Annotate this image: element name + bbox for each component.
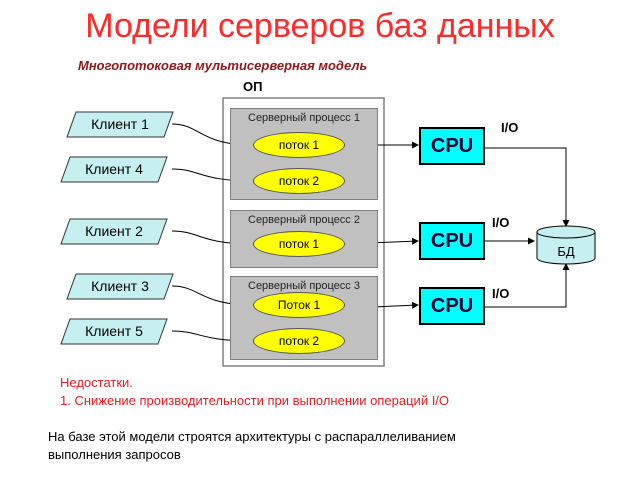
- footer-note: На базе этой модели строятся архитектуры…: [48, 428, 608, 464]
- client-shape: [66, 111, 174, 138]
- client-shape: [60, 218, 168, 245]
- process1-thread2: поток 2: [253, 168, 345, 194]
- drawbacks-block: Недостатки. 1. Снижение производительнос…: [60, 374, 449, 410]
- process1-thread1: поток 1: [253, 132, 345, 158]
- client-label: Клиент 5: [85, 323, 143, 339]
- io-label-1: I/O: [501, 120, 519, 135]
- client-3: Клиент 3: [66, 273, 174, 300]
- link-db-cpu1: [484, 147, 570, 227]
- client-shape: [66, 273, 174, 300]
- footer-line-2: выполнения запросов: [48, 447, 181, 462]
- process-label: Серверный процесс 1: [248, 112, 360, 124]
- process3-thread2: поток 2: [253, 328, 345, 354]
- client-label: Клиент 1: [91, 116, 149, 132]
- process3-thread1: Поток 1: [253, 292, 345, 318]
- footer-line-1: На базе этой модели строятся архитектуры…: [48, 429, 456, 444]
- client-2: Клиент 2: [60, 218, 168, 245]
- memory-frame: [222, 97, 385, 367]
- client-label: Клиент 3: [91, 278, 149, 294]
- io-label-3: I/O: [492, 286, 510, 301]
- drawbacks-heading: Недостатки.: [60, 375, 133, 390]
- io-label-2: I/O: [492, 215, 510, 230]
- client-1: Клиент 1: [66, 111, 174, 138]
- process-label: Серверный процесс 3: [248, 280, 360, 292]
- database-label: БД: [557, 244, 575, 259]
- link-db-cpu3: [484, 263, 570, 308]
- process-label: Серверный процесс 2: [248, 214, 360, 226]
- memory-label: ОП: [243, 79, 263, 94]
- diagram-title: Модели серверов баз данных: [85, 7, 555, 45]
- database-icon: [536, 225, 596, 265]
- cpu-1: CPU: [419, 127, 485, 165]
- client-4: Клиент 4: [60, 156, 168, 183]
- client-5: Клиент 5: [60, 318, 168, 345]
- drawbacks-item-1: 1. Снижение производительности при выпол…: [60, 393, 450, 408]
- client-shape: [60, 156, 168, 183]
- client-label: Клиент 4: [85, 161, 143, 177]
- diagram-subtitle: Многопотоковая мультисерверная модель: [78, 58, 368, 73]
- process2-thread1: поток 1: [253, 231, 345, 257]
- cpu-2: CPU: [419, 222, 485, 260]
- client-shape: [60, 318, 168, 345]
- client-label: Клиент 2: [85, 223, 143, 239]
- cpu-3: CPU: [419, 287, 485, 325]
